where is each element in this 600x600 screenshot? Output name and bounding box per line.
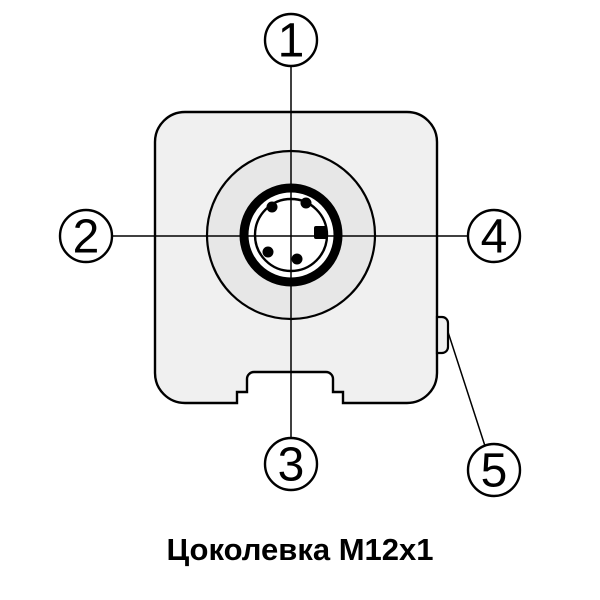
side-tab: [435, 315, 450, 355]
leader-line-5: [447, 331, 486, 447]
caption: Цоколевка M12x1: [167, 532, 434, 567]
callout-2-circle: [58, 208, 114, 264]
callout-3-circle: [263, 436, 319, 492]
pin-dot-icon: [262, 246, 274, 258]
pin-dot-icon: [291, 253, 303, 265]
pin-dot-icon: [266, 201, 278, 213]
callout-1-circle: [263, 12, 319, 68]
callout-2-label: 2: [73, 211, 100, 264]
callout-3-label: 3: [278, 439, 305, 492]
callout-5-label: 5: [481, 445, 508, 498]
callout-1-label: 1: [278, 15, 305, 68]
pin-dot-icon: [300, 197, 312, 209]
key-slot-icon: [314, 226, 327, 239]
callout-4-label: 4: [481, 211, 508, 264]
callout-4-circle: [466, 208, 522, 264]
callout-5-circle: [466, 442, 522, 498]
